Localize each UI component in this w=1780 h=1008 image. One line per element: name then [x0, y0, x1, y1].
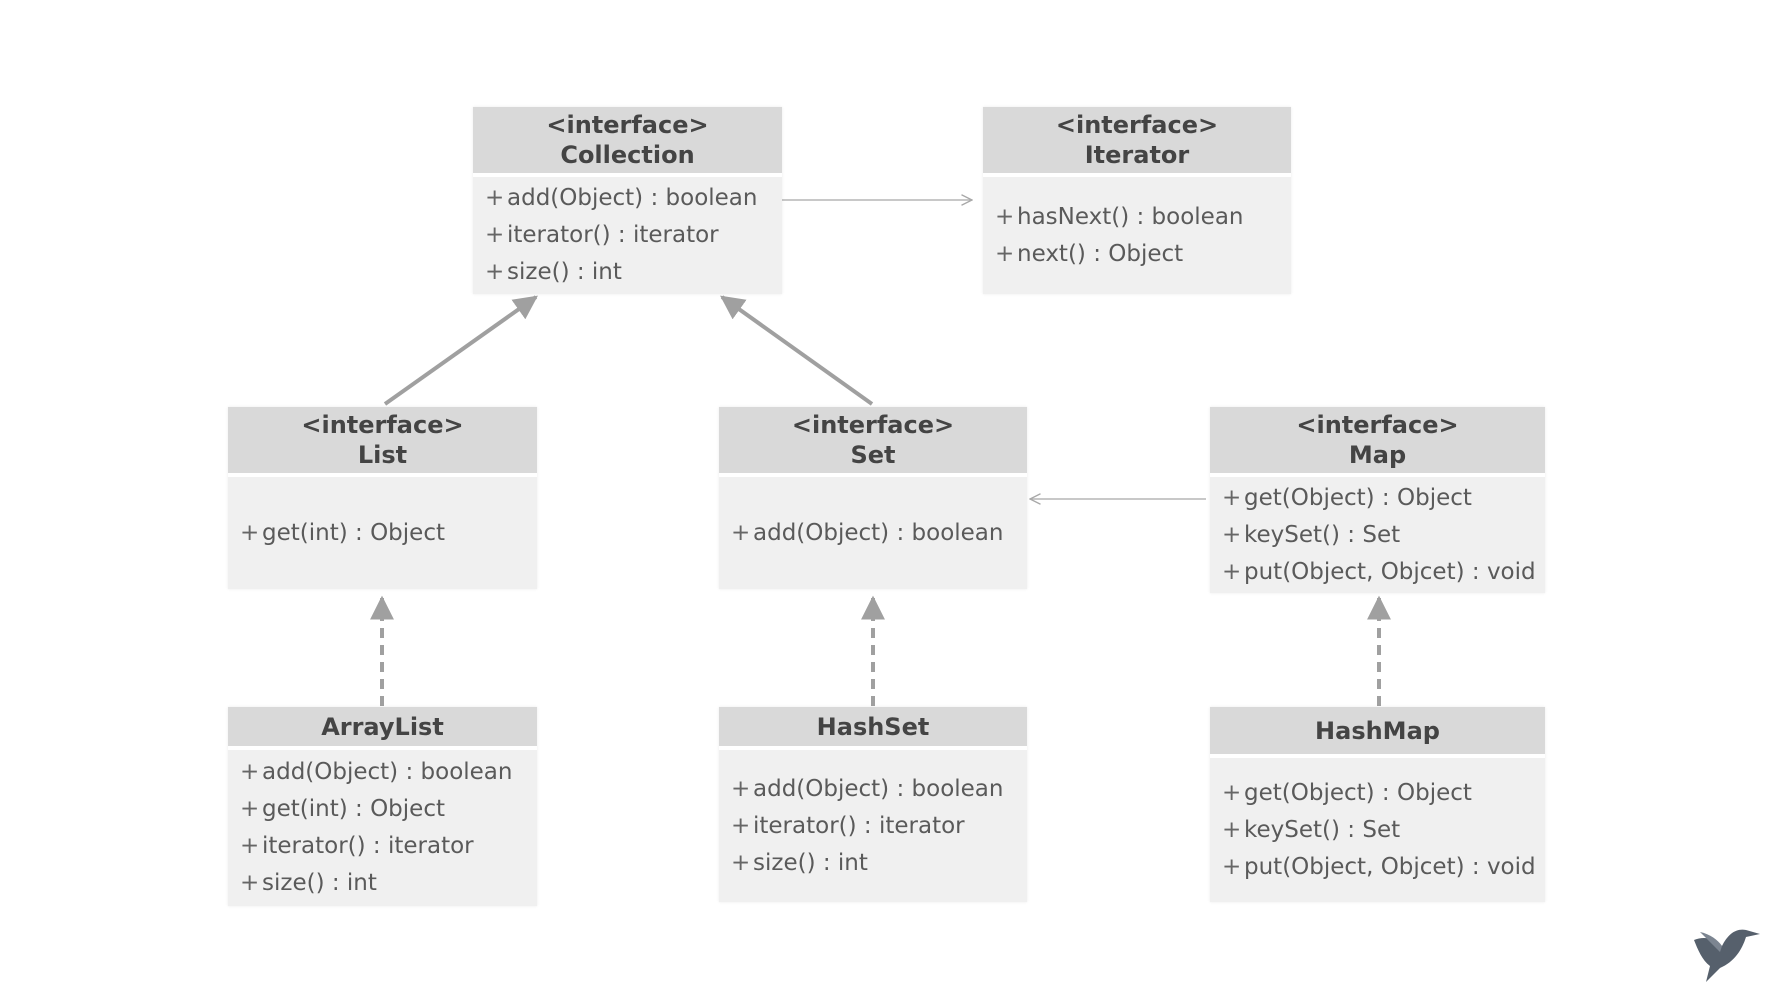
- member-prefix: +: [240, 833, 260, 859]
- set-stereotype: <interface>: [791, 411, 955, 439]
- arraylist-class-box: ArrayList +add(Object) : boolean +get(in…: [228, 707, 537, 906]
- hashset-members: +add(Object) : boolean +iterator() : ite…: [719, 750, 1027, 902]
- hashmap-member: +put(Object, Objcet) : void: [1222, 849, 1536, 886]
- member-prefix: +: [731, 849, 751, 876]
- map-member: +keySet() : Set: [1222, 517, 1533, 554]
- list-header: <interface> List: [228, 407, 537, 473]
- hashmap-header: HashMap: [1210, 707, 1545, 754]
- arraylist-member: +get(int) : Object: [240, 791, 525, 828]
- hashset-class-box: HashSet +add(Object) : boolean +iterator…: [719, 707, 1027, 902]
- member-prefix: +: [1222, 853, 1242, 880]
- set-collection-generalization: [720, 295, 874, 406]
- arraylist-header: ArrayList: [228, 707, 537, 746]
- collection-name: Collection: [560, 141, 695, 169]
- iterator-name: Iterator: [1084, 141, 1190, 169]
- member-prefix: +: [240, 870, 260, 896]
- set-member: +add(Object) : boolean: [731, 515, 1015, 552]
- member-prefix: +: [995, 203, 1015, 230]
- arraylist-name: ArrayList: [321, 712, 444, 741]
- member-prefix: +: [731, 519, 751, 546]
- hashmap-member: +keySet() : Set: [1222, 812, 1533, 849]
- set-interface-box: <interface> Set +add(Object) : boolean: [719, 407, 1027, 589]
- arraylist-member: +size() : int: [240, 865, 525, 902]
- map-stereotype: <interface>: [1296, 411, 1459, 439]
- member-prefix: +: [240, 519, 260, 546]
- hashset-member: +size() : int: [731, 845, 1015, 882]
- member-prefix: +: [731, 812, 751, 839]
- list-stereotype: <interface>: [301, 411, 464, 439]
- member-prefix: +: [240, 759, 260, 785]
- map-header: <interface> Map: [1210, 407, 1545, 473]
- hashset-header: HashSet: [719, 707, 1027, 746]
- member-prefix: +: [1222, 521, 1242, 548]
- collection-interface-box: <interface> Collection +add(Object) : bo…: [473, 107, 782, 294]
- collection-stereotype: <interface>: [546, 111, 709, 139]
- iterator-interface-box: <interface> Iterator +hasNext() : boolea…: [983, 107, 1291, 294]
- list-member: +get(int) : Object: [240, 515, 525, 552]
- set-header: <interface> Set: [719, 407, 1027, 473]
- set-members: +add(Object) : boolean: [719, 477, 1027, 589]
- set-name: Set: [850, 441, 896, 469]
- list-name: List: [357, 441, 408, 469]
- member-prefix: +: [1222, 779, 1242, 806]
- hummingbird-icon: [1684, 910, 1764, 990]
- map-member: +put(Object, Objcet) : void: [1222, 554, 1536, 591]
- iterator-header: <interface> Iterator: [983, 107, 1291, 173]
- iterator-member: +next() : Object: [995, 236, 1279, 273]
- iterator-stereotype: <interface>: [1055, 111, 1219, 139]
- member-prefix: +: [485, 222, 505, 248]
- collection-header: <interface> Collection: [473, 107, 782, 173]
- collection-member: +size() : int: [485, 254, 770, 291]
- iterator-members: +hasNext() : boolean +next() : Object: [983, 177, 1291, 294]
- member-prefix: +: [1222, 558, 1242, 585]
- collection-member: +add(Object) : boolean: [485, 180, 770, 217]
- member-prefix: +: [1222, 484, 1242, 511]
- arraylist-members: +add(Object) : boolean +get(int) : Objec…: [228, 750, 537, 906]
- member-prefix: +: [240, 796, 260, 822]
- hashmap-members: +get(Object) : Object +keySet() : Set +p…: [1210, 758, 1545, 902]
- member-prefix: +: [995, 240, 1015, 267]
- hashmap-member: +get(Object) : Object: [1222, 775, 1533, 812]
- hashmap-name: HashMap: [1315, 716, 1440, 745]
- hashset-name: HashSet: [816, 712, 930, 741]
- map-member: +get(Object) : Object: [1222, 480, 1533, 517]
- hashmap-class-box: HashMap +get(Object) : Object +keySet() …: [1210, 707, 1545, 902]
- iterator-member: +hasNext() : boolean: [995, 199, 1279, 236]
- map-interface-box: <interface> Map +get(Object) : Object +k…: [1210, 407, 1545, 593]
- collection-members: +add(Object) : boolean +iterator() : ite…: [473, 177, 782, 294]
- member-prefix: +: [485, 259, 505, 285]
- list-members: +get(int) : Object: [228, 477, 537, 589]
- map-members: +get(Object) : Object +keySet() : Set +p…: [1210, 477, 1545, 593]
- map-name: Map: [1348, 441, 1407, 469]
- hashset-member: +add(Object) : boolean: [731, 771, 1015, 808]
- member-prefix: +: [1222, 816, 1242, 843]
- list-collection-generalization: [383, 295, 538, 406]
- arraylist-member: +iterator() : iterator: [240, 828, 525, 865]
- hashset-member: +iterator() : iterator: [731, 808, 1015, 845]
- list-interface-box: <interface> List +get(int) : Object: [228, 407, 537, 589]
- arraylist-member: +add(Object) : boolean: [240, 754, 525, 791]
- member-prefix: +: [731, 775, 751, 802]
- member-prefix: +: [485, 185, 505, 211]
- collection-member: +iterator() : iterator: [485, 217, 770, 254]
